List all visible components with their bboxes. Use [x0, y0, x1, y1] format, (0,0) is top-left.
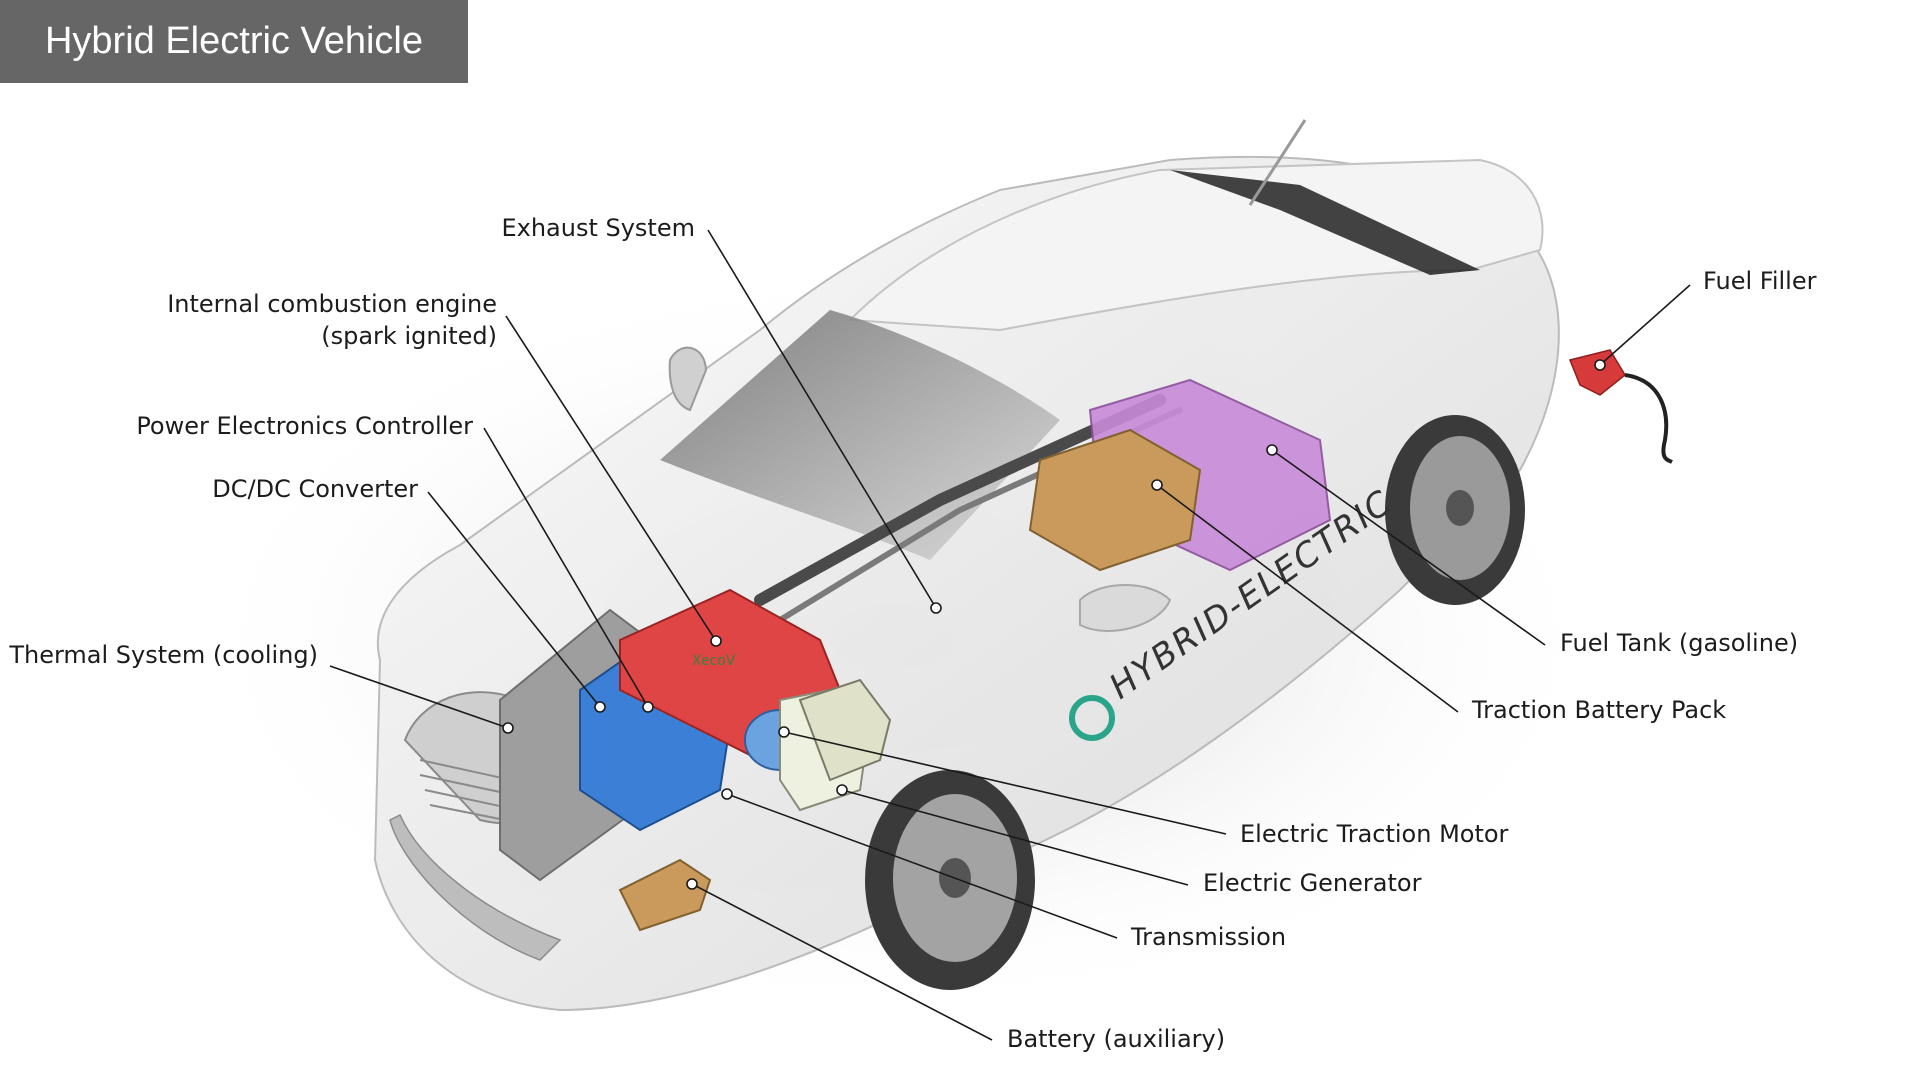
exhaust-pipe	[754, 394, 1166, 606]
label-dcdc-converter: DC/DC Converter	[212, 475, 418, 503]
car-roof	[847, 158, 1544, 332]
leader-dots	[502, 359, 1606, 890]
label-thermal-system: Thermal System (cooling)	[8, 641, 318, 669]
aux-battery-unit	[618, 858, 712, 932]
windshield	[660, 310, 1060, 560]
page-title: Hybrid Electric Vehicle	[0, 0, 468, 83]
label-spark-ignited: (spark ignited)	[321, 322, 497, 350]
label-traction-battery-pack: Traction Battery Pack	[1471, 696, 1726, 724]
label-transmission: Transmission	[1130, 923, 1286, 951]
label-internal-combustion-engine: Internal combustion engine	[167, 290, 497, 318]
label-power-electronics-controller: Power Electronics Controller	[136, 412, 473, 440]
front-wheel	[865, 770, 1035, 990]
label-electric-generator: Electric Generator	[1203, 869, 1422, 897]
traction-motor-unit	[798, 678, 892, 782]
label-exhaust-system: Exhaust System	[501, 214, 695, 242]
engine-badge: XecoV	[692, 653, 736, 669]
rear-window	[1170, 170, 1480, 275]
traction-battery-unit	[1028, 428, 1202, 572]
rear-wheel	[1385, 415, 1525, 605]
label-battery-auxiliary: Battery (auxiliary)	[1007, 1025, 1225, 1053]
fuel-nozzle-icon	[1568, 349, 1673, 464]
leader-lines	[329, 229, 1691, 1041]
brand-logo-icon	[1069, 695, 1115, 741]
antenna	[1248, 119, 1307, 206]
label-fuel-tank: Fuel Tank (gasoline)	[1560, 629, 1798, 657]
label-electric-traction-motor: Electric Traction Motor	[1240, 820, 1509, 848]
label-fuel-filler: Fuel Filler	[1703, 267, 1817, 295]
left-mirror	[668, 346, 708, 412]
side-mirror	[1079, 584, 1172, 632]
